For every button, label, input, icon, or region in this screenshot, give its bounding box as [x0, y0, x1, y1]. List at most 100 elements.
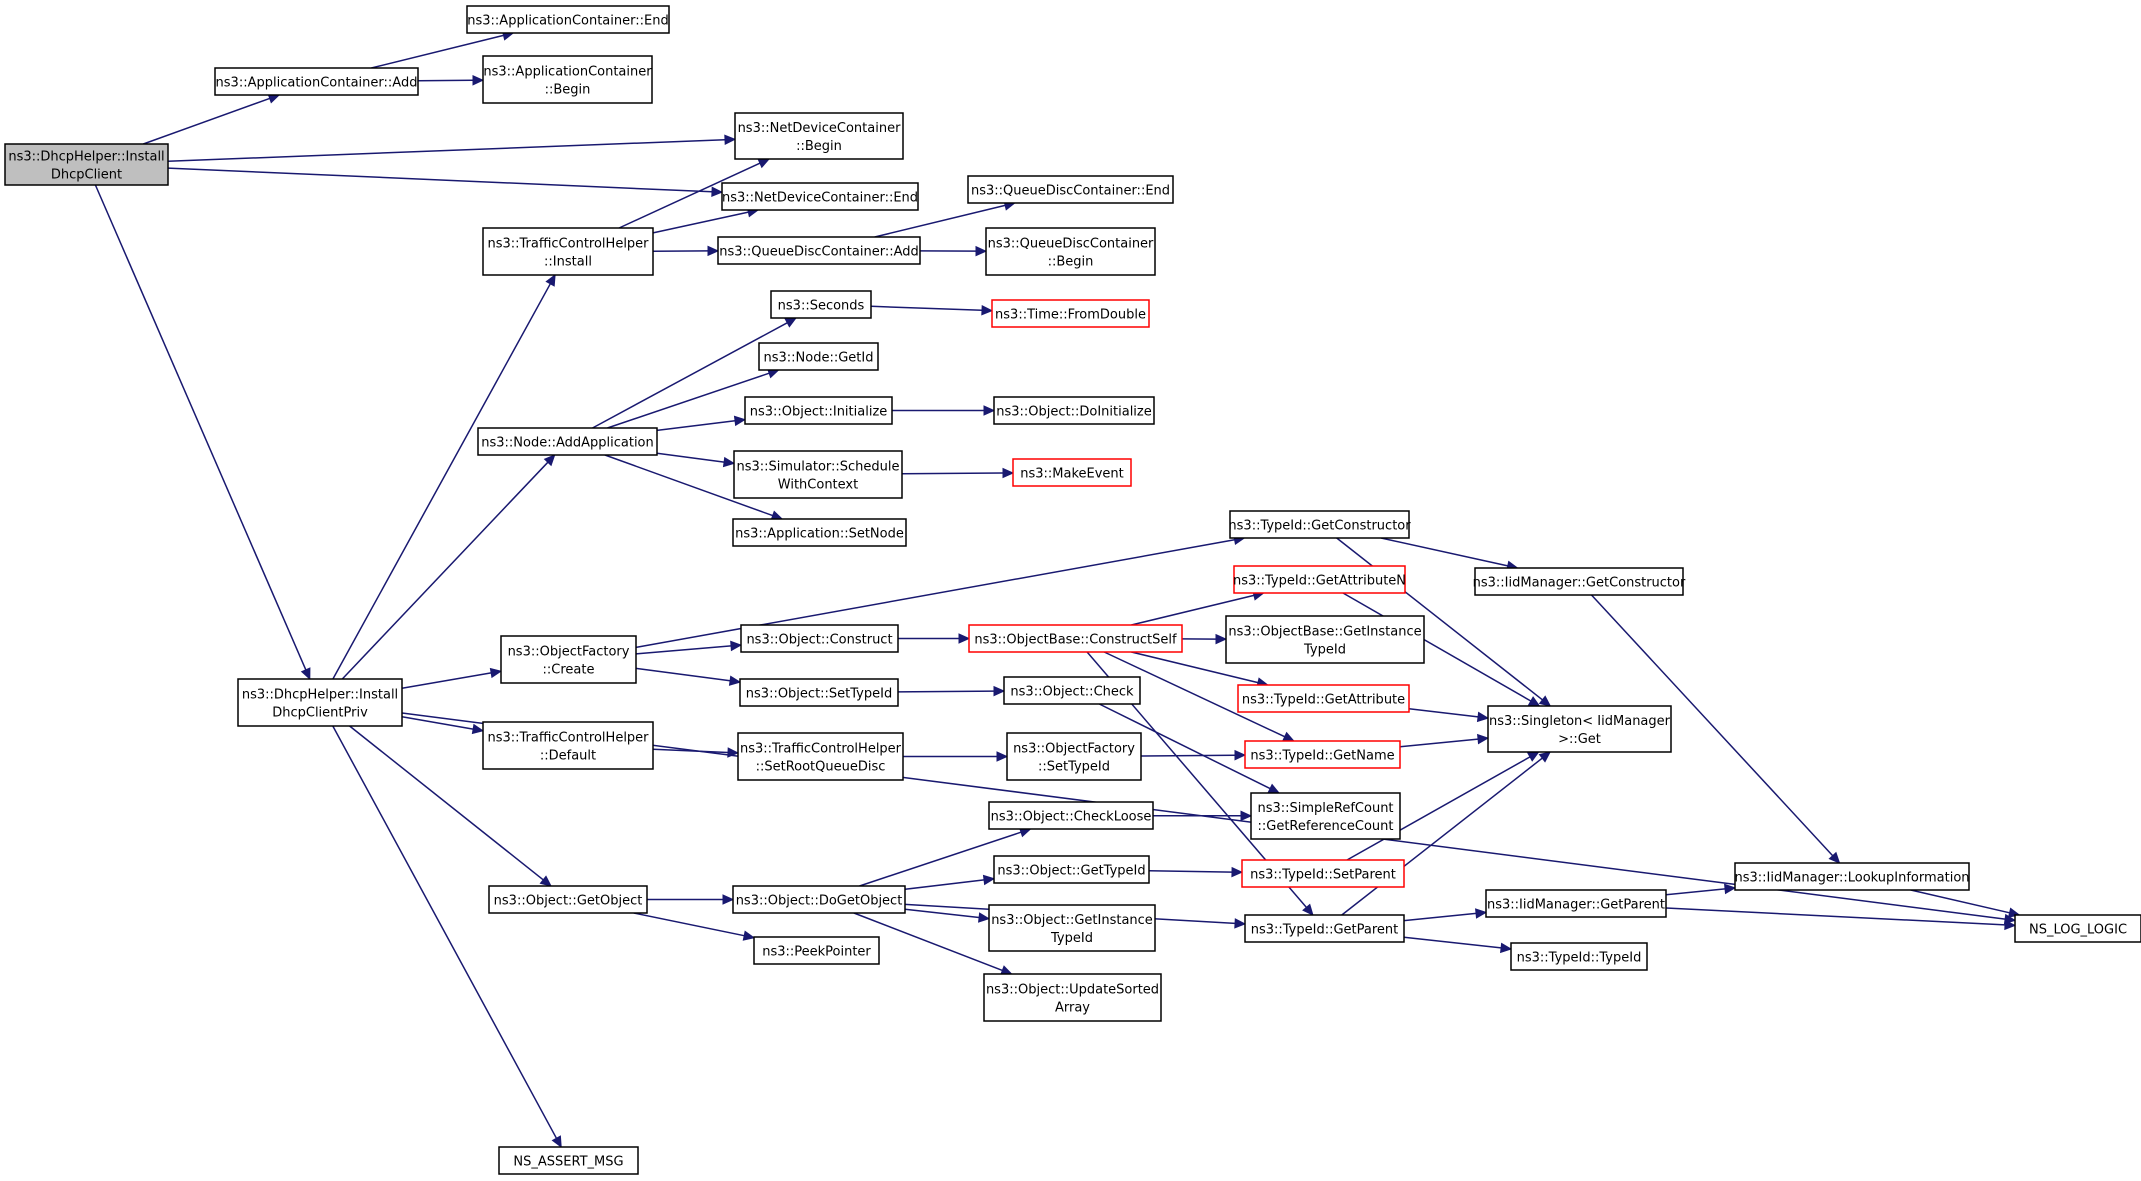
node-box-objbase_getinstancetypeid — [1225, 615, 1425, 664]
edge-dhcp_install-to-ac_add — [143, 97, 270, 145]
node-box-objbase_constructself — [968, 624, 1183, 653]
node-tch_default[interactable]: ns3::TrafficControlHelper::Default — [482, 721, 654, 770]
node-objbase_constructself[interactable]: ns3::ObjectBase::ConstructSelf — [968, 624, 1183, 653]
node-label-singleton_get-0: ns3::Singleton< IidManager — [1489, 714, 1671, 729]
node-box-ac_add — [214, 67, 419, 96]
node-obj_construct[interactable]: ns3::Object::Construct — [740, 624, 899, 653]
node-box-typeid_getattributen — [1233, 565, 1406, 594]
node-ac_add[interactable]: ns3::ApplicationContainer::Add — [214, 67, 419, 96]
node-singleton_get[interactable]: ns3::Singleton< IidManager>::Get — [1487, 705, 1672, 753]
node-label-typeid_getconstructor-0: ns3::TypeId::GetConstructor — [1228, 519, 1411, 534]
node-label-simplerefcount-1: ::GetReferenceCount — [1258, 819, 1394, 834]
node-label-obj_getobject-0: ns3::Object::GetObject — [494, 894, 643, 909]
edge-dhcp_install_priv-to-node_addapp — [341, 461, 549, 680]
node-label-obj_checkloose-0: ns3::Object::CheckLoose — [991, 810, 1152, 825]
node-iid_lookupinfo[interactable]: ns3::IidManager::LookupInformation — [1734, 862, 1970, 891]
node-ns_assert_msg[interactable]: NS_ASSERT_MSG — [498, 1146, 639, 1175]
node-ns_log_logic[interactable]: NS_LOG_LOGIC — [2014, 914, 2141, 943]
node-ac_end[interactable]: ns3::ApplicationContainer::End — [466, 5, 670, 34]
node-iid_getparent[interactable]: ns3::IidManager::GetParent — [1485, 889, 1667, 918]
node-box-obj_construct — [740, 624, 899, 653]
node-box-obj_settypeid — [739, 678, 899, 707]
node-typeid_getattributen[interactable]: ns3::TypeId::GetAttributeN — [1233, 565, 1406, 594]
node-label-objfactory_create-1: ::Create — [543, 663, 595, 678]
arrowhead-obj_dogetobject-to-obj_gettypeid — [982, 874, 996, 886]
node-typeid_getname[interactable]: ns3::TypeId::GetName — [1244, 740, 1401, 769]
node-typeid_getparent[interactable]: ns3::TypeId::GetParent — [1244, 914, 1405, 943]
node-box-peekpointer — [753, 936, 880, 965]
node-label-qdc_add-0: ns3::QueueDiscContainer::Add — [719, 245, 919, 260]
node-obj_gettypeid[interactable]: ns3::Object::GetTypeId — [993, 855, 1150, 884]
node-qdc_begin[interactable]: ns3::QueueDiscContainer::Begin — [985, 227, 1156, 276]
node-obj_initialize[interactable]: ns3::Object::Initialize — [744, 396, 893, 425]
edge-obj_dogetobject-to-obj_getinstancetypeid — [904, 908, 980, 919]
edge-node_addapp-to-seconds — [592, 322, 788, 429]
node-box-typeid_getname — [1244, 740, 1401, 769]
edge-dhcp_install_priv-to-tch_install — [332, 283, 551, 680]
edge-iid_lookupinfo-to-ns_log_logic — [1910, 889, 2010, 914]
node-node_addapp[interactable]: ns3::Node::AddApplication — [477, 427, 658, 456]
node-typeid_getattribute[interactable]: ns3::TypeId::GetAttribute — [1237, 684, 1410, 713]
arrowhead-tch_default-to-tch_setroot — [727, 747, 740, 758]
node-app_setnode[interactable]: ns3::Application::SetNode — [732, 518, 907, 547]
node-objfactory_create[interactable]: ns3::ObjectFactory::Create — [500, 635, 637, 684]
arrowhead-dhcp_install_priv-to-node_addapp — [543, 454, 556, 467]
node-box-seconds — [770, 290, 872, 319]
node-label-typeid_getattribute-0: ns3::TypeId::GetAttribute — [1242, 693, 1405, 708]
node-label-obj_initialize-0: ns3::Object::Initialize — [750, 405, 888, 420]
node-obj_check[interactable]: ns3::Object::Check — [1003, 676, 1141, 705]
node-ac_begin[interactable]: ns3::ApplicationContainer::Begin — [482, 55, 653, 104]
node-obj_getobject[interactable]: ns3::Object::GetObject — [488, 885, 648, 914]
node-label-iid_lookupinfo-0: ns3::IidManager::LookupInformation — [1734, 871, 1969, 886]
node-typeid_getconstructor[interactable]: ns3::TypeId::GetConstructor — [1228, 510, 1411, 539]
node-peekpointer[interactable]: ns3::PeekPointer — [753, 936, 880, 965]
arrowhead-node_addapp-to-seconds — [784, 317, 798, 328]
node-ndc_begin[interactable]: ns3::NetDeviceContainer::Begin — [734, 112, 904, 160]
node-box-tch_default — [482, 721, 654, 770]
node-qdc_add[interactable]: ns3::QueueDiscContainer::Add — [717, 236, 921, 265]
edge-typeid_getparent-to-iid_getparent — [1403, 912, 1477, 922]
arrowhead-sim_schedule-to-makeevent — [1002, 467, 1015, 479]
node-seconds[interactable]: ns3::Seconds — [770, 290, 872, 319]
edge-typeid_getconstructor-to-iid_getconstructor — [1380, 537, 1508, 567]
node-makeevent[interactable]: ns3::MakeEvent — [1012, 458, 1132, 487]
node-tch_setroot[interactable]: ns3::TrafficControlHelper::SetRootQueueD… — [737, 732, 904, 781]
node-label-obj_settypeid-0: ns3::Object::SetTypeId — [746, 687, 892, 702]
node-ndc_end[interactable]: ns3::NetDeviceContainer::End — [721, 182, 919, 211]
node-typeid_setparent[interactable]: ns3::TypeId::SetParent — [1241, 859, 1405, 888]
node-iid_getconstructor[interactable]: ns3::IidManager::GetConstructor — [1473, 567, 1686, 596]
arrowhead-obj_check-to-simplerefcount — [1267, 783, 1281, 794]
node-box-makeevent — [1012, 458, 1132, 487]
node-simplerefcount[interactable]: ns3::SimpleRefCount::GetReferenceCount — [1250, 792, 1401, 840]
node-tch_install[interactable]: ns3::TrafficControlHelper::Install — [482, 227, 654, 276]
node-time_fromdouble[interactable]: ns3::Time::FromDouble — [991, 299, 1150, 328]
node-box-iid_getparent — [1485, 889, 1667, 918]
edge-node_addapp-to-obj_initialize — [656, 420, 736, 432]
node-typeid_typeid[interactable]: ns3::TypeId::TypeId — [1510, 942, 1648, 971]
arrowhead-objfactory_create-to-obj_settypeid — [728, 675, 742, 686]
node-box-obj_initialize — [744, 396, 893, 425]
edge-dhcp_install_priv-to-objfactory_create — [401, 672, 492, 690]
arrowhead-iid_getconstructor-to-iid_lookupinfo — [1828, 851, 1841, 864]
node-box-tch_setroot — [737, 732, 904, 781]
arrowhead-tch_install-to-qdc_add — [707, 245, 720, 257]
node-qdc_end[interactable]: ns3::QueueDiscContainer::End — [967, 175, 1174, 204]
node-node_getid[interactable]: ns3::Node::GetId — [758, 342, 879, 371]
node-box-iid_lookupinfo — [1734, 862, 1970, 891]
arrowhead-typeid_getparent-to-singleton_get — [1538, 751, 1552, 763]
arrowhead-typeid_getattribute-to-singleton_get — [1476, 711, 1490, 723]
node-obj_checkloose[interactable]: ns3::Object::CheckLoose — [988, 801, 1154, 830]
node-box-obj_updatesorted — [983, 973, 1162, 1022]
node-obj_settypeid[interactable]: ns3::Object::SetTypeId — [739, 678, 899, 707]
edge-seconds-to-time_fromdouble — [870, 305, 983, 312]
node-objfactory_settypeid[interactable]: ns3::ObjectFactory::SetTypeId — [1006, 732, 1142, 781]
edge-node_addapp-to-sim_schedule — [656, 452, 725, 463]
node-obj_dogetobject[interactable]: ns3::Object::DoGetObject — [732, 885, 906, 914]
node-obj_doinitialize[interactable]: ns3::Object::DoInitialize — [993, 396, 1155, 425]
